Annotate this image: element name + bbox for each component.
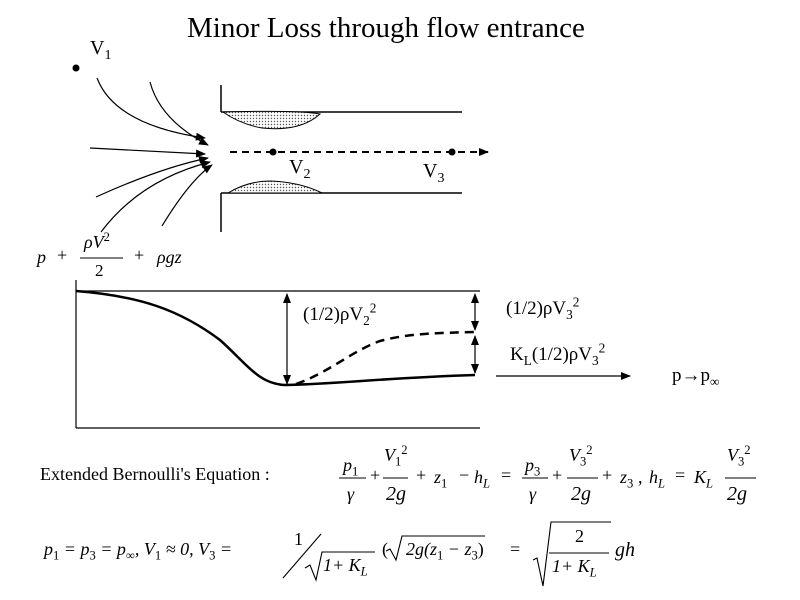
label-v2: V2 (289, 156, 311, 182)
axis-den: 2 (95, 261, 104, 280)
pipe-walls (220, 85, 462, 232)
eq-V3: V32 (569, 443, 593, 469)
eq-plus-c: + (552, 465, 563, 485)
eq-plus-a: + (370, 465, 381, 485)
eq-p3: p3 (525, 455, 541, 479)
streamlines (89, 77, 213, 233)
separation-zone-bottom (226, 180, 323, 194)
eq-equals: = (501, 465, 512, 485)
eq-plus-b: + (416, 465, 427, 485)
axis-rhoV2: ρV2 (84, 230, 110, 252)
eq-equals-2: = (675, 465, 686, 485)
result-frac2-den: 1+ KL (552, 556, 597, 580)
pressure-curve-actual (75, 289, 476, 387)
eq-comma: , (638, 467, 643, 487)
point-v2 (269, 148, 277, 156)
result-lhs: p1 = p3 = p∞, V1 ≈ 0, V3 = (44, 539, 233, 563)
axis-rhogz: ρgz (157, 247, 182, 267)
result-paren: ( (382, 539, 388, 559)
label-loss: KL(1/2)ρV32 (510, 340, 606, 368)
axis-p: p (37, 247, 46, 267)
eq-plus-d: + (602, 465, 613, 485)
eq-2g-3: 2g (727, 483, 747, 505)
eq-2g-2: 2g (571, 483, 591, 505)
label-dyn2: (1/2)ρV22 (303, 300, 377, 328)
eq-p1: p1 (343, 455, 359, 479)
eq-2g-1: 2g (386, 483, 406, 505)
eq-V1: V12 (384, 443, 408, 469)
point-v3 (448, 148, 456, 156)
axis-plus-1: + (57, 245, 68, 265)
result-equals: = (510, 539, 521, 559)
label-v1: V1 (90, 37, 112, 63)
pressure-curve-ideal (295, 330, 476, 386)
eq-z3: z3 (620, 467, 634, 491)
eq-hL: hL (474, 467, 491, 491)
result-root-body: 2g(z1 − z3) (406, 539, 484, 563)
page-title: Minor Loss through flow entrance (187, 12, 585, 44)
result-one: 1 (294, 529, 303, 549)
bernoulli-label: Extended Bernoulli's Equation : (40, 464, 270, 484)
result-den1: 1+ KL (323, 555, 368, 579)
eq-KL: KL (694, 467, 714, 491)
result-radicals (282, 521, 611, 587)
eq-gamma1: γ (347, 484, 355, 504)
separation-zone-top (221, 110, 322, 130)
eq-hL2: hL (649, 467, 666, 491)
point-v1 (72, 64, 80, 72)
eq-minus: − (459, 465, 470, 485)
eq-gamma2: γ (529, 484, 537, 504)
label-dyn3: (1/2)ρV32 (506, 294, 580, 322)
result-gh: gh (615, 539, 635, 561)
label-v3: V3 (423, 160, 445, 186)
axis-plus-2: + (134, 245, 145, 265)
eq-V3b: V32 (727, 443, 751, 469)
label-p-inf: p→p∞ (672, 365, 720, 389)
eq-z1: z1 (434, 467, 448, 491)
result-frac2-num: 2 (575, 526, 584, 546)
plot-axes (75, 280, 480, 429)
